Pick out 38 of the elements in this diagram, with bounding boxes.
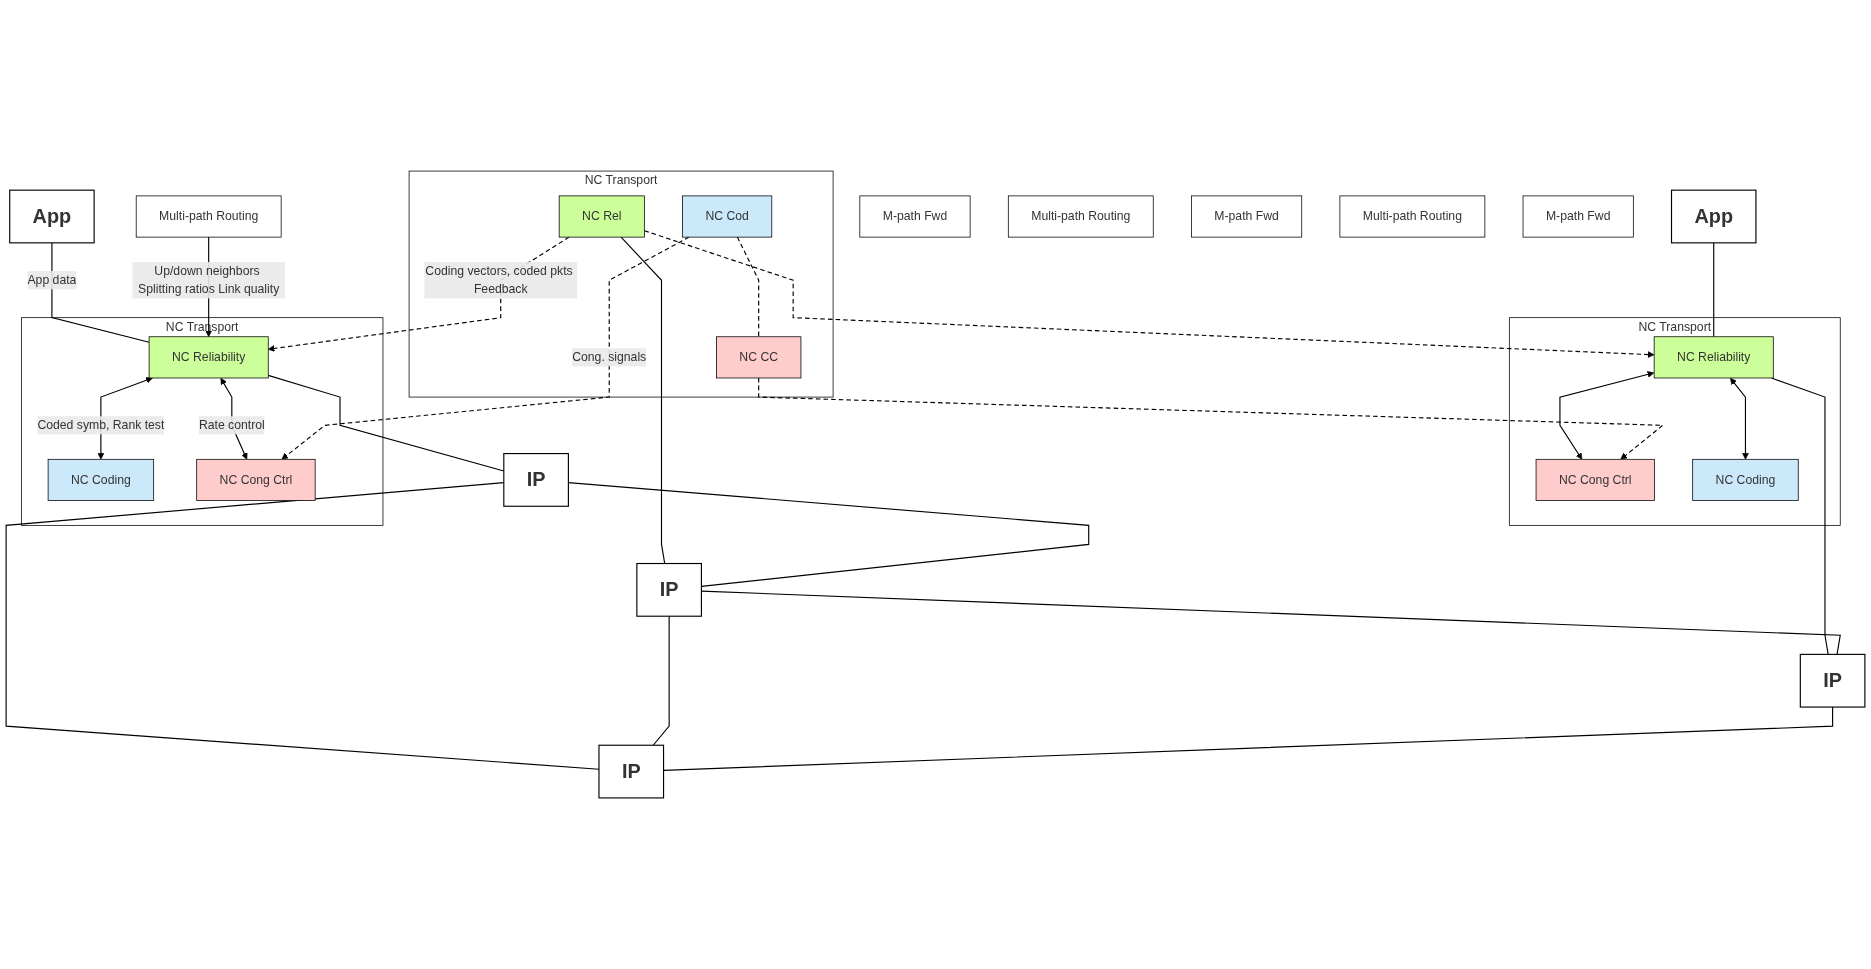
node-box: App [1670,189,1757,244]
node-box: IP [503,453,569,507]
edge-label: Cong. signals [572,350,647,364]
node-box: Multi-path Routing [1007,195,1154,238]
node-box: IP [598,744,665,799]
node-box: M-path Fwd [1191,195,1303,238]
arrow [758,377,1665,460]
node-box: NC Coding [47,458,155,501]
connector [736,236,760,338]
connector [51,242,150,343]
node-box: NC Coding [1692,458,1799,501]
edge-label: Coding vectors, coded pkts Feedback [425,264,573,296]
node-box: NC Cong Ctrl [1535,458,1655,501]
arrow [643,230,1655,358]
connector [652,615,670,746]
node-box: NC Cod [682,195,773,238]
connector [1713,242,1715,338]
node-box: IP [1799,653,1866,708]
node-box: Multi-path Routing [1339,195,1486,238]
node-box: NC CC [716,336,802,379]
edge-label: Rate control [198,418,265,432]
arrow [1559,371,1655,460]
node-box: M-path Fwd [1522,195,1634,238]
edge-label: Up/down neighbors Splitting ratios Link quality [138,264,280,296]
edge-label: Coded symb, Rank test [37,418,165,432]
node-box: Multi-path Routing [135,195,282,238]
connector [620,236,666,565]
node-box: App [9,189,95,244]
arrow [267,236,570,352]
edge-label: App data [27,273,77,287]
arrow [281,236,690,460]
node-box: NC Reliability [1653,336,1774,379]
node-box: NC Reliability [148,336,269,379]
arrow [1730,377,1749,460]
node-box: NC Cong Ctrl [196,458,316,501]
node-box: IP [636,562,702,617]
node-box: NC Rel [558,195,645,238]
node-box: M-path Fwd [859,195,971,238]
